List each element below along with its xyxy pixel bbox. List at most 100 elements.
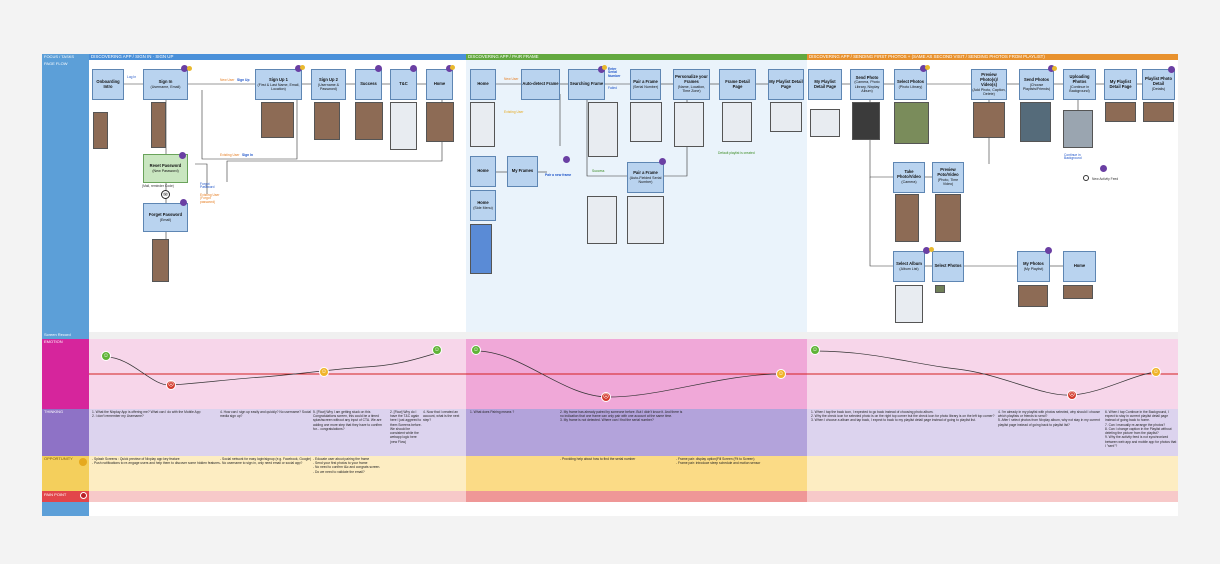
box-success[interactable]: Success (355, 69, 382, 100)
box-send-photos-title: Send Photos (1023, 76, 1050, 82)
box-select-album-title: Select Album (896, 260, 922, 266)
row-label-pain: PAIN POINT (44, 492, 67, 497)
box-reset-title: Reset Password (149, 162, 182, 168)
box-select-album[interactable]: Select Album(Album List) (893, 251, 925, 282)
box-home-5[interactable]: Home (1063, 251, 1096, 282)
screenshot-home-1 (426, 102, 454, 142)
annotation-new-user-2: New User (504, 77, 519, 81)
screenshot-pair-2 (627, 196, 664, 244)
screenshot-onboarding (93, 112, 108, 149)
screenshot-my-photos-2 (1063, 285, 1093, 299)
box-sign-up-1[interactable]: Sign Up 1(First & Last Name, Email, Loca… (255, 69, 302, 100)
emotion-sad-icon: ☹ (166, 380, 176, 390)
badge-icon (659, 158, 666, 165)
box-my-frames[interactable]: My Frames (507, 156, 538, 187)
screenshot-take-photo (895, 194, 919, 242)
emotion-sad-icon: ☹ (601, 392, 611, 402)
box-preview-2[interactable]: Preview Poto/Video(Photo, Time Video) (932, 162, 964, 193)
badge-icon (925, 65, 930, 70)
opportunity-cell: - Educate user about pairing the frame -… (313, 457, 381, 474)
emotion-neutral-icon: ☺ (1151, 367, 1161, 377)
phase-header-sending: DISCOVERING APP / SENDING FIRST PHOTOS +… (807, 54, 1178, 60)
badge-icon (410, 65, 417, 72)
screenshot-select-album (895, 285, 923, 323)
screenshot-sign-in (151, 102, 166, 148)
thinking-cell: 2. My frame has already paired by someon… (560, 410, 683, 423)
box-auto-detect[interactable]: Auto-detect Frame (521, 69, 560, 100)
box-uploading-title: Uploading Photos (1069, 74, 1090, 85)
box-forget-sub: (Email) (159, 217, 172, 222)
thinking-cell: 1. What the Nixplay App is offering me? … (92, 410, 201, 419)
box-home-3[interactable]: Home (470, 156, 496, 187)
thinking-cell: 1. When I tap the back icon, I expected … (811, 410, 995, 423)
box-send-photos[interactable]: Send Photos(Choose Playlists/Friends) (1019, 69, 1054, 100)
box-preview-1[interactable]: Preview Photo(s)/ Video(s)(Add Photo, Ca… (971, 69, 1007, 100)
box-frame-detail-title: Frame Detail Page (725, 78, 750, 89)
badge-icon (923, 247, 930, 254)
row-label-tasks: FOCUS / TASKS (44, 54, 75, 59)
screenshot-personalize (674, 102, 704, 147)
screenshot-sign-up-2 (314, 102, 340, 140)
box-home-4[interactable]: Home(Side Menu) (470, 190, 496, 221)
screenshot-terms (390, 102, 417, 150)
box-playlist-photo-detail[interactable]: Playlist Photo Detail(Details) (1142, 69, 1175, 100)
box-select-photos-1-title: Select Photos (896, 78, 925, 84)
opportunity-bg-signin (89, 456, 466, 491)
box-sign-in-sub: (Username, Email) (150, 84, 181, 89)
badge-icon (1045, 247, 1052, 254)
screenshot-my-photos (1018, 285, 1048, 307)
emotion-happy-icon: ☺ (810, 345, 820, 355)
screenshot-preview-2 (935, 194, 961, 242)
box-home-2-title: Home (477, 81, 489, 87)
badge-icon (1048, 65, 1055, 72)
badge-icon (295, 65, 302, 72)
box-forget-password[interactable]: Forget Password(Email) (143, 203, 188, 232)
box-home-1[interactable]: Home (426, 69, 453, 100)
box-my-frames-title: My Frames (511, 168, 534, 174)
box-my-playlist-3[interactable]: My Playlist Detail Page (1104, 69, 1137, 100)
box-home-4-title: Home (477, 199, 489, 205)
box-my-playlist-1[interactable]: My Playlist Detail Page (768, 69, 804, 100)
box-uploading[interactable]: Uploading Photos(Continue in Background) (1063, 69, 1096, 100)
box-terms[interactable]: T&C (390, 69, 417, 100)
annotation-pair-new: Pair a new frame (545, 173, 572, 177)
badge-icon (598, 66, 605, 73)
box-take-photo-sub: (Camera) (901, 180, 917, 185)
box-take-photo[interactable]: Take Photo/Video(Camera) (893, 162, 925, 193)
box-pair-frame-1[interactable]: Pair a Frame(Serial Number) (630, 69, 661, 100)
row-label-opportunity: OPPORTUNITY (44, 456, 73, 461)
badge-icon (1100, 165, 1107, 172)
annotation-sign-up: Sign Up (237, 78, 250, 82)
badge-icon (181, 65, 188, 72)
box-frame-detail[interactable]: Frame Detail Page (719, 69, 756, 100)
box-success-title: Success (360, 81, 377, 87)
box-pair-frame-2[interactable]: Pair a Frame(Auto-Fielded Serial Number) (627, 162, 664, 193)
box-select-album-sub: (Album List) (899, 266, 919, 271)
box-send-photo[interactable]: Send Photo(Camera, Photo Library, Nixpla… (850, 69, 884, 100)
row-label-thinking-bg (42, 409, 89, 456)
box-home-2[interactable]: Home (470, 69, 496, 100)
box-onboarding-intro[interactable]: Onboarding Intro (92, 69, 124, 100)
box-my-playlist-2[interactable]: My Playlist Detail Page (808, 69, 842, 100)
thinking-cell: 4. How can I sign up easily and quickly?… (220, 410, 311, 419)
phase-label-pair: DISCOVERING APP / PAIR FRAME (468, 54, 539, 59)
screenshot-sign-up-1 (261, 102, 294, 138)
journey-map-board: FOCUS / TASKS PAGE FLOW Screen Record EM… (42, 54, 1178, 516)
box-reset-sub: (New Password) (152, 168, 179, 173)
box-personalize-title: Personalize your Frames (675, 74, 708, 85)
box-sign-up-2[interactable]: Sign Up 2(Username & Password) (311, 69, 346, 100)
box-pair-2-sub: (Auto-Fielded Serial Number) (629, 175, 662, 184)
box-personalize[interactable]: Personalize your Frames(Name, Location, … (673, 69, 710, 100)
screenshot-select-photos-1 (894, 102, 929, 144)
box-pair-1-sub: (Serial Number) (632, 84, 659, 89)
box-searching-frame[interactable]: Searching Frame (568, 69, 605, 100)
box-select-photos-2[interactable]: Select Photos (932, 251, 964, 282)
box-sign-in[interactable]: Sign In(Username, Email) (143, 69, 188, 100)
box-my-photos[interactable]: My Photos(My Playlist) (1017, 251, 1050, 282)
thinking-bg-signin (89, 409, 466, 456)
box-select-photos-1[interactable]: Select Photos(Photo Library) (894, 69, 927, 100)
box-select-photos-2-title: Select Photos (934, 263, 962, 269)
screenshot-send-photos (1020, 102, 1051, 142)
opportunity-cell: - Frame pair: display option(Fill Screen… (676, 457, 761, 466)
box-terms-title: T&C (399, 81, 408, 87)
